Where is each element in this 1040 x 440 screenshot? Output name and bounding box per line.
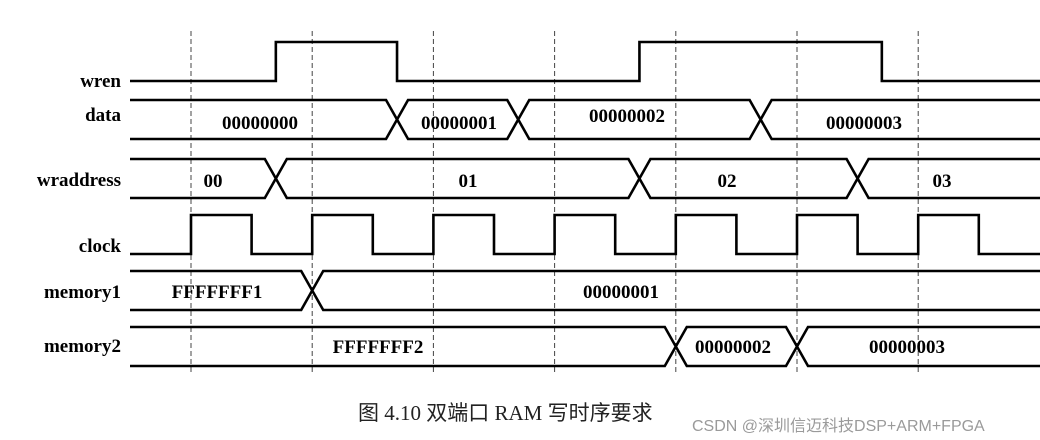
- bus-value-memory1: 00000001: [583, 282, 659, 303]
- signal-label-wraddress: wraddress: [37, 170, 121, 191]
- bus-value-wraddress: 03: [933, 171, 952, 192]
- bus-value-data: 00000002: [589, 106, 665, 127]
- bus-value-data: 00000000: [222, 113, 298, 134]
- bus-value-wraddress: 00: [204, 171, 223, 192]
- bus-segment-wraddress: [130, 157, 277, 200]
- bus-segment-memory1: [130, 269, 314, 312]
- signal-label-clock: clock: [79, 236, 122, 257]
- waveforms: [130, 40, 1040, 368]
- bus-value-wraddress: 02: [718, 171, 737, 192]
- signal-label-memory2: memory2: [44, 336, 121, 357]
- figure-caption: 图 4.10 双端口 RAM 写时序要求: [358, 401, 653, 425]
- bus-segment-data: [395, 98, 520, 141]
- bus-segment-wraddress: [274, 157, 641, 200]
- waveform-wren: [130, 40, 1040, 83]
- watermark: CSDN @深圳信迈科技DSP+ARM+FPGA: [692, 418, 985, 435]
- signal-label-data: data: [85, 105, 121, 126]
- bus-value-memory2: FFFFFFF2: [333, 337, 424, 358]
- signal-label-memory1: memory1: [44, 282, 121, 303]
- bus-value-memory2: 00000002: [695, 337, 771, 358]
- bus-segment-memory2: [130, 325, 677, 368]
- waveform-clock: [130, 213, 1040, 256]
- bus-segment-memory2: [674, 325, 799, 368]
- bus-segment-wraddress: [638, 157, 859, 200]
- signal-labels: wrendatawraddressclockmemory1memory20000…: [37, 71, 952, 358]
- signal-label-wren: wren: [80, 71, 121, 92]
- bus-value-wraddress: 01: [459, 171, 478, 192]
- clock-edge-gridlines: [190, 31, 919, 373]
- bus-segment-data: [759, 98, 1040, 141]
- bus-segment-data: [517, 98, 762, 141]
- bus-value-memory1: FFFFFFF1: [172, 282, 263, 303]
- bus-value-data: 00000003: [826, 113, 902, 134]
- bus-value-memory2: 00000003: [869, 337, 945, 358]
- bus-segment-memory2: [795, 325, 1040, 368]
- bus-segment-memory1: [311, 269, 1040, 312]
- bus-segment-wraddress: [856, 157, 1040, 200]
- bus-value-data: 00000001: [421, 113, 497, 134]
- bus-segment-data: [130, 98, 399, 141]
